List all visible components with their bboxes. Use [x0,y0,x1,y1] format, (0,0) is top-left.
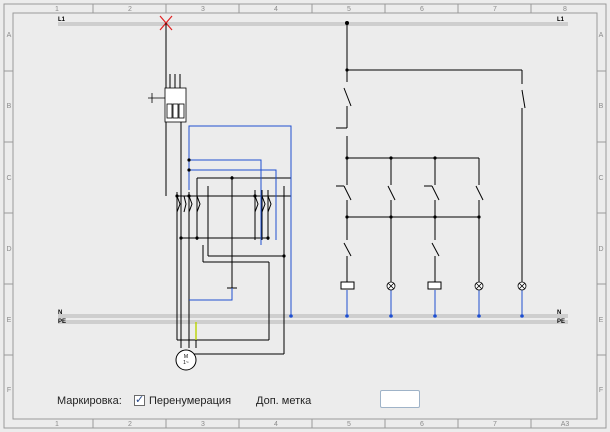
checkmark-icon: ✓ [135,394,145,406]
extra-mark-input[interactable] [380,390,420,408]
marking-options-bar: Маркировка: ✓ Перенумерация Доп. метка [0,384,610,418]
rail-connection-dots [289,314,524,318]
motor-symbol[interactable]: M 1~ [175,349,197,371]
col-label-6-bottom: 6 [420,421,424,428]
col-label-5: 5 [347,6,351,13]
col-label-7: 7 [493,6,497,13]
col-label-4-bottom: 4 [274,421,278,428]
sheet-format-label: A3 [561,421,570,428]
circuit-breaker[interactable] [148,87,187,123]
col-label-2-bottom: 2 [128,421,132,428]
rail-l1-label-right: L1 [557,17,565,23]
control-wiring-blue[interactable] [188,125,523,316]
control-circuit[interactable] [336,23,526,282]
col-label-1: 1 [55,6,59,13]
rail-n-pe[interactable] [58,314,568,324]
row-label-f-right: F [599,387,603,394]
lamp-h2[interactable] [474,281,484,291]
row-label-b: B [7,103,12,110]
col-label-3: 3 [201,6,205,13]
rail-pe-label-left: PE [58,319,66,325]
row-label-a-right: A [599,32,604,39]
column-ruler [92,4,532,428]
col-label-3-bottom: 3 [201,421,205,428]
rail-n-label-right: N [557,310,561,316]
renumber-checkbox[interactable]: ✓ [134,394,145,406]
row-label-c-right: C [598,175,603,182]
power-wiring[interactable] [165,23,292,355]
rail-l1-label-left: L1 [58,17,66,23]
col-label-1-bottom: 1 [55,421,59,428]
lamp-h3[interactable] [517,281,527,291]
row-label-d: D [6,246,11,253]
rail-pe-label-right: PE [557,319,565,325]
marking-label: Маркировка: [57,395,122,407]
motor-label-phase: 1~ [183,360,189,366]
col-label-8: 8 [563,6,567,13]
motor-label-m: M [184,354,188,360]
row-label-a: A [7,32,12,39]
row-label-f: F [7,387,11,394]
row-label-e: E [7,317,12,324]
extra-mark-label: Доп. метка [256,395,312,407]
col-label-4: 4 [274,6,278,13]
col-label-2: 2 [128,6,132,13]
renumber-label[interactable]: Перенумерация [149,395,232,407]
outer-frame [3,3,607,429]
col-label-5-bottom: 5 [347,421,351,428]
inner-frame [12,12,598,420]
rail-l1[interactable] [58,22,568,26]
rail-n-label-left: N [58,310,62,316]
relay-coil-k1[interactable] [340,281,355,290]
relay-coil-k2[interactable] [427,281,442,290]
lamp-h1[interactable] [386,281,396,291]
row-ruler [4,70,606,356]
row-label-c: C [6,175,11,182]
row-label-e-right: E [599,317,604,324]
row-label-d-right: D [598,246,603,253]
col-label-7-bottom: 7 [493,421,497,428]
row-label-b-right: B [599,103,604,110]
col-label-6: 6 [420,6,424,13]
